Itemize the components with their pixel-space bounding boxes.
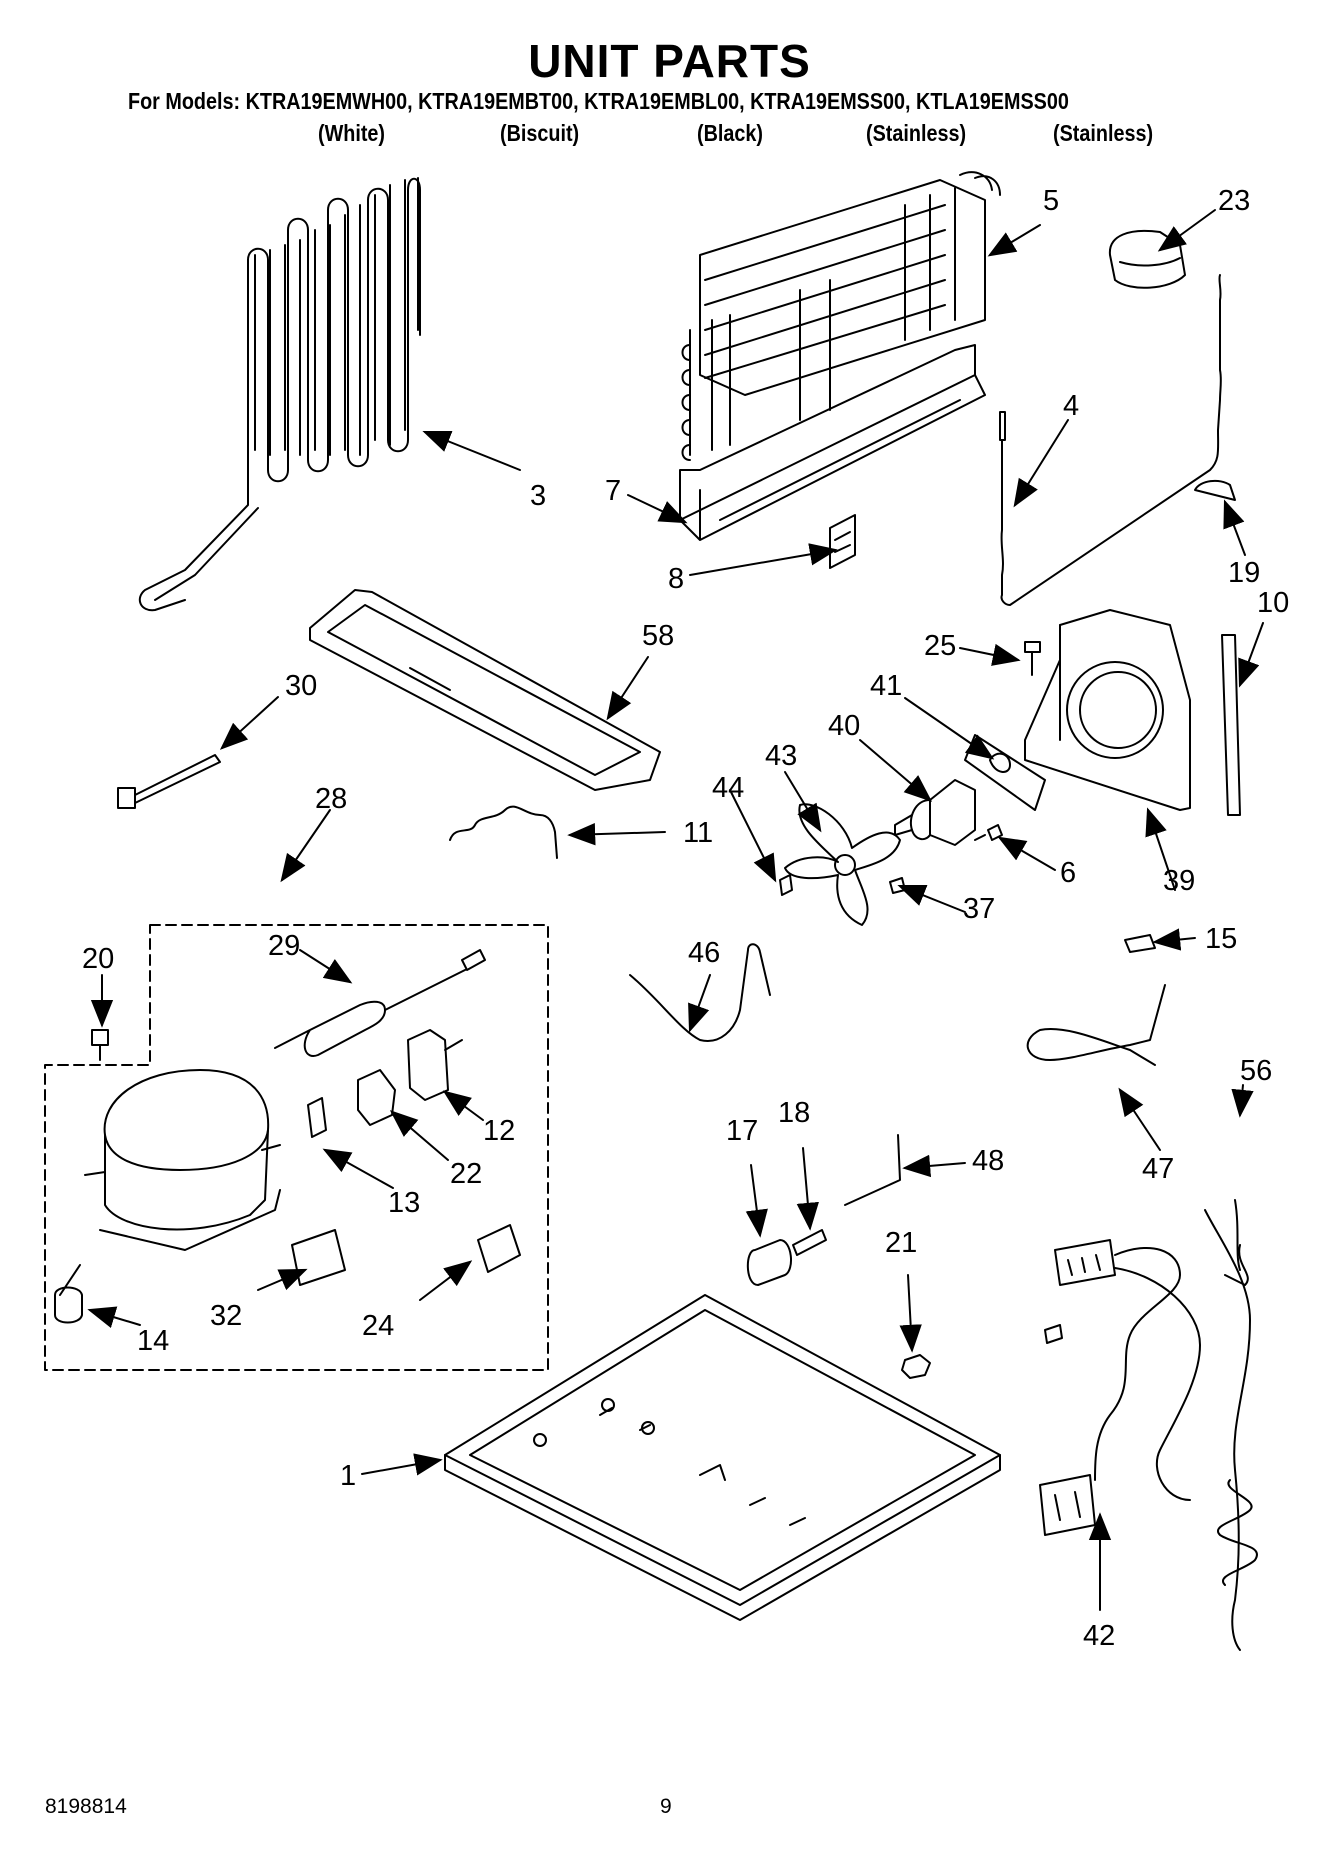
page-title: UNIT PARTS: [528, 35, 811, 87]
roller-screw: [792, 1229, 827, 1256]
gasket-strip: [1221, 634, 1241, 816]
callout-15: 15: [1205, 923, 1237, 955]
condenser-coil: [138, 177, 421, 612]
variant-biscuit: (Biscuit): [500, 120, 580, 146]
callout-37: 37: [963, 893, 995, 925]
callout-32: 32: [210, 1300, 242, 1332]
capacitor-bracket: [407, 1029, 463, 1101]
fan-hub: [834, 854, 856, 876]
callout-19: 19: [1228, 557, 1260, 589]
callout-23: 23: [1218, 185, 1250, 217]
variant-white: (White): [318, 120, 386, 146]
callout-46: 46: [688, 937, 720, 969]
variant-stainless-1: (Stainless): [866, 120, 967, 146]
callout-7: 7: [605, 475, 621, 507]
callout-17: 17: [726, 1115, 758, 1147]
evaporator-coil: [681, 171, 1001, 461]
callout-14: 14: [137, 1325, 169, 1357]
wire-bracket: [449, 805, 558, 859]
callout-11: 11: [683, 817, 713, 849]
callout-6: 6: [1060, 857, 1076, 889]
callout-47: 47: [1142, 1153, 1174, 1185]
callout-10: 10: [1257, 587, 1289, 619]
roller: [746, 1239, 792, 1286]
models-line: For Models: KTRA19EMWH00, KTRA19EMBT00, …: [128, 88, 1069, 114]
callout-13: 13: [388, 1187, 420, 1219]
screw-20: [91, 1029, 109, 1061]
grommet: [1124, 934, 1156, 953]
callout-12: 12: [483, 1115, 515, 1147]
callout-22: 22: [450, 1158, 482, 1190]
tube-47: [1026, 984, 1166, 1066]
callout-29: 29: [268, 930, 300, 962]
callout-48: 48: [972, 1145, 1004, 1177]
callout-numbers: 5 23 4 3 7 8 19 10 58 25 41 30 40 43 28 …: [82, 185, 1289, 1652]
kit-boundary: [44, 924, 549, 1371]
drain-trough: [679, 344, 986, 541]
nut: [901, 1354, 931, 1379]
callout-4: 4: [1063, 390, 1079, 422]
drain-pan: [309, 589, 661, 791]
callout-1: 1: [340, 1460, 356, 1492]
run-capacitor: [291, 1229, 346, 1286]
callout-20: 20: [82, 943, 114, 975]
page-number: 9: [660, 1795, 672, 1818]
tube-46: [629, 943, 771, 1042]
callout-28: 28: [315, 783, 347, 815]
variant-stainless-2: (Stainless): [1053, 120, 1154, 146]
callout-43: 43: [765, 740, 797, 772]
callout-42: 42: [1083, 1620, 1115, 1652]
variant-black: (Black): [697, 120, 763, 146]
callout-58: 58: [642, 620, 674, 652]
document-number: 8198814: [45, 1795, 127, 1818]
leader-lines: [87, 209, 1264, 1611]
callout-21: 21: [885, 1227, 917, 1259]
callout-40: 40: [828, 710, 860, 742]
start-relay: [357, 1069, 396, 1126]
callout-41: 41: [870, 670, 902, 702]
filter-drier: [274, 949, 486, 1057]
wire-clip: [1194, 479, 1236, 501]
cable-tie: [117, 754, 221, 809]
callout-24: 24: [362, 1310, 394, 1342]
callout-5: 5: [1043, 185, 1059, 217]
callout-18: 18: [778, 1097, 810, 1129]
compressor-foot: [54, 1264, 83, 1324]
fan-bracket: [964, 734, 1046, 811]
screw-37: [889, 877, 906, 894]
callout-56: 56: [1240, 1055, 1272, 1087]
wiring-harness: [1039, 1199, 1258, 1651]
evaporator-fan-motor: [894, 779, 976, 846]
callout-3: 3: [530, 480, 546, 512]
base-frame: [444, 1294, 1001, 1621]
fan-retainer: [779, 874, 793, 896]
callout-39: 39: [1163, 865, 1195, 897]
fan-blade: [784, 803, 901, 926]
callout-30: 30: [285, 670, 317, 702]
sensor-wire: [999, 274, 1222, 606]
tube-48: [844, 1134, 901, 1206]
screw-25: [1024, 641, 1041, 676]
compressor: [84, 1069, 281, 1251]
fan-shroud: [1024, 609, 1191, 811]
foam-block: [1108, 229, 1186, 289]
callout-25: 25: [924, 630, 956, 662]
trough-clip: [829, 514, 856, 569]
callout-44: 44: [712, 772, 744, 804]
terminal-block: [477, 1224, 521, 1273]
screw-6: [974, 824, 1003, 841]
callout-8: 8: [668, 563, 684, 595]
overload-protector: [307, 1097, 327, 1138]
